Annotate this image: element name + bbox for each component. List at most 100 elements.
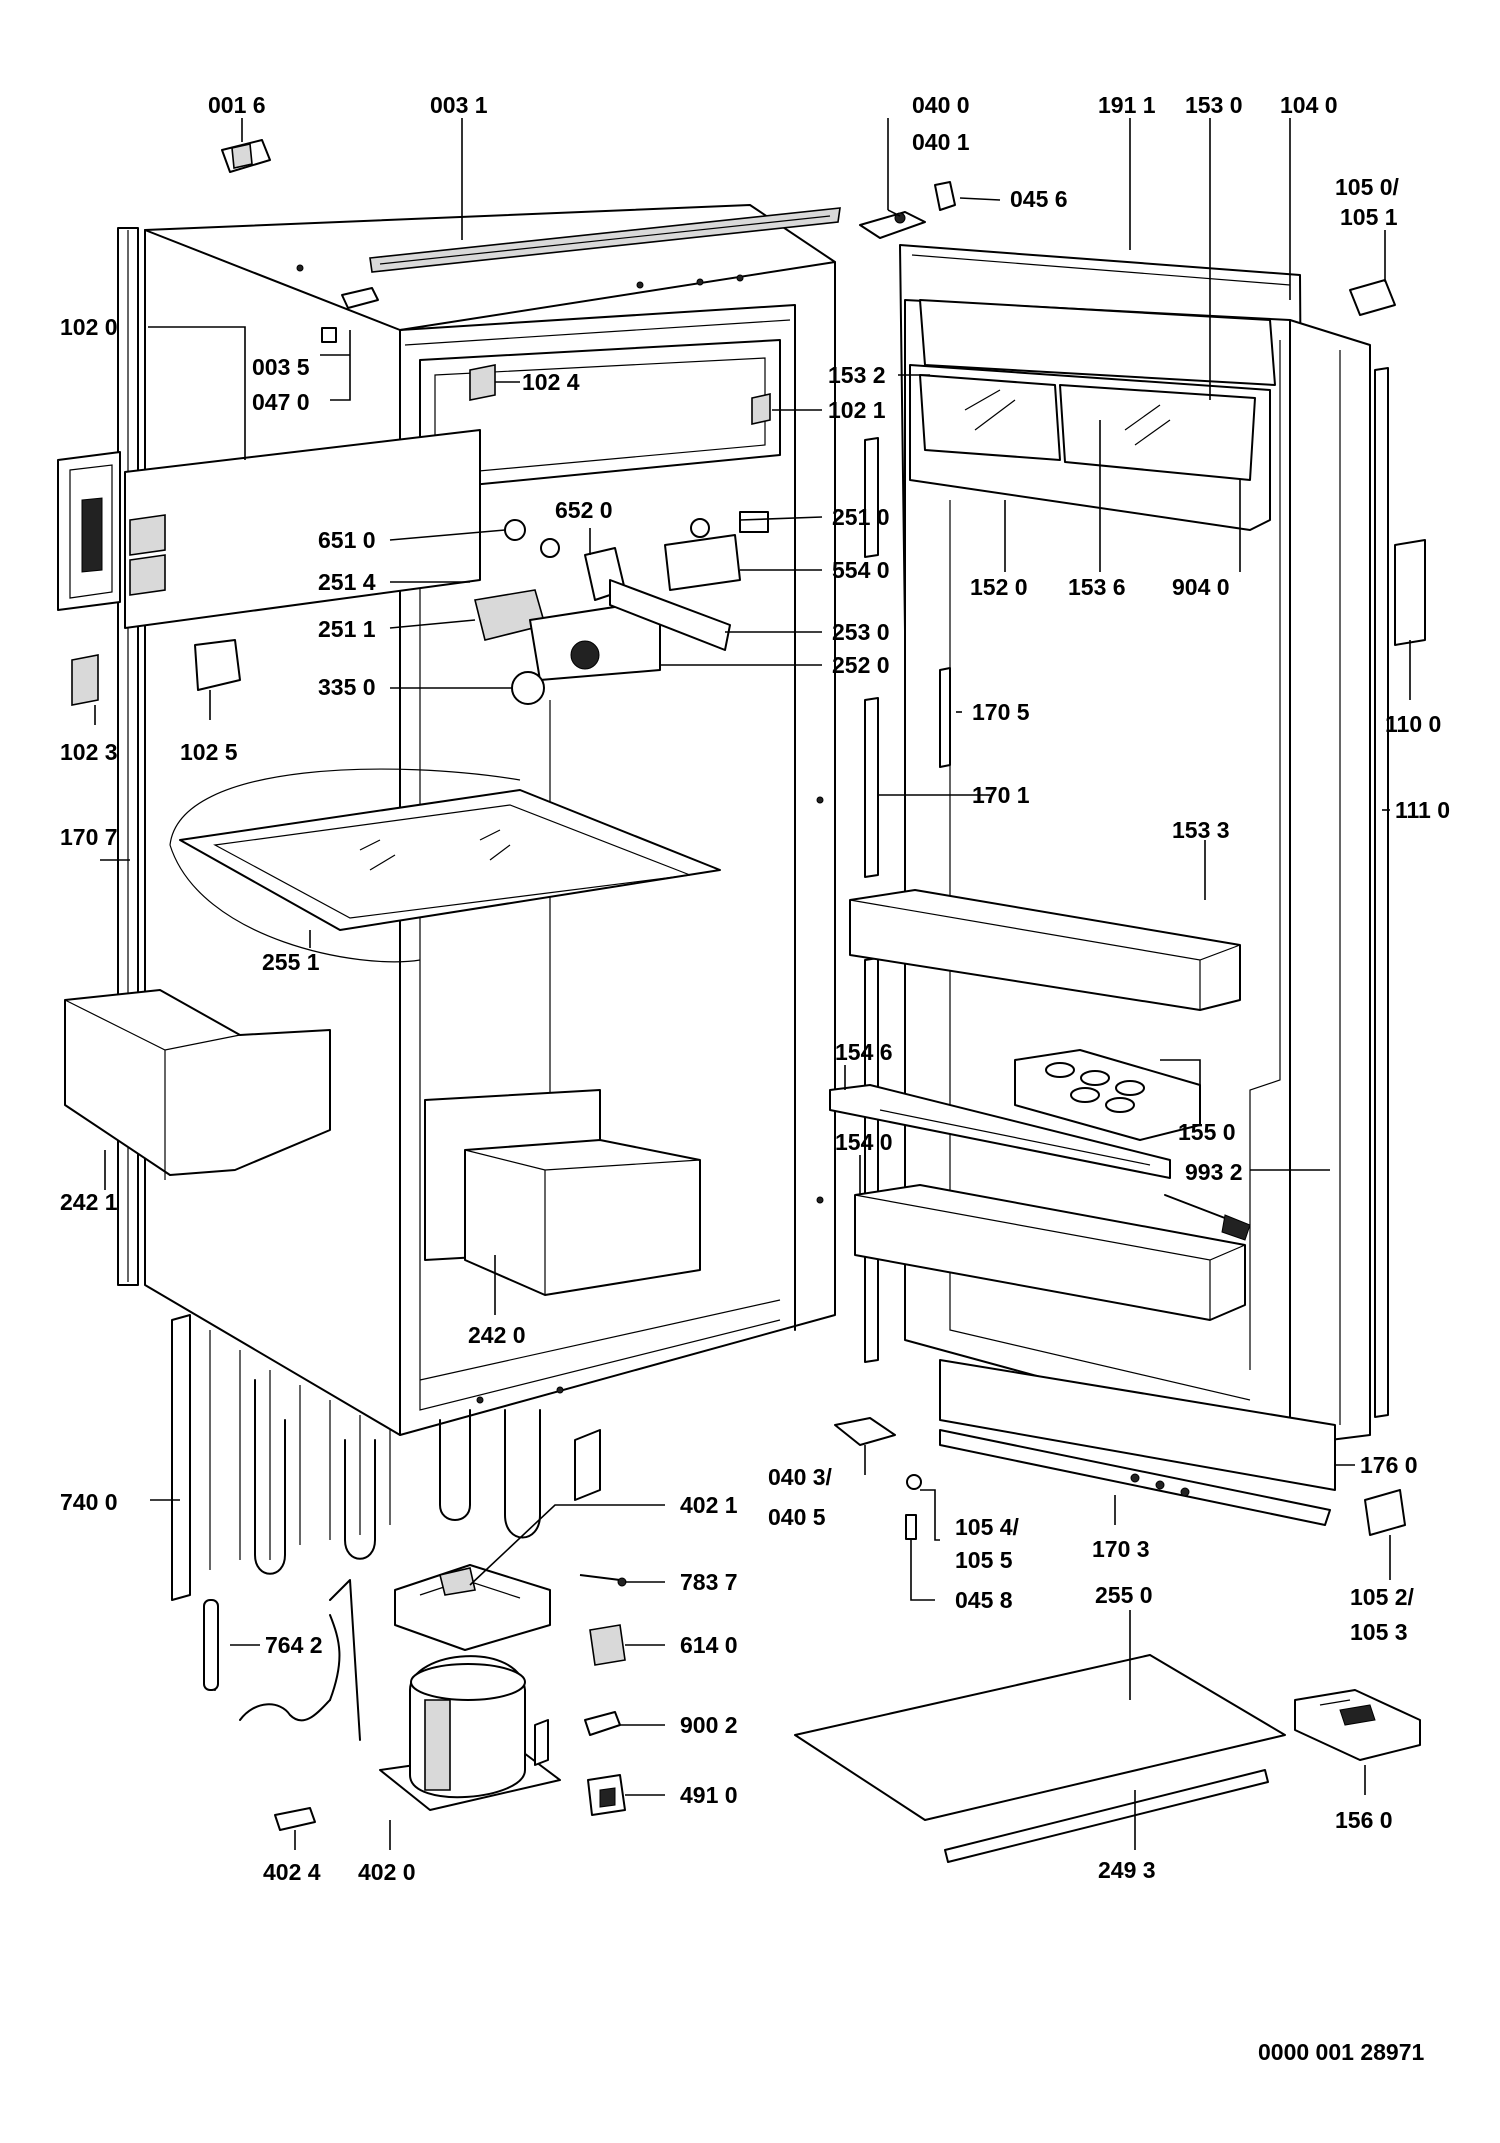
label-0456: 045 6 <box>1010 186 1068 212</box>
label-2550: 255 0 <box>1095 1582 1153 1608</box>
part-labels: 001 6 003 1 040 0 040 1 045 6 191 1 153 … <box>60 92 1450 1885</box>
electrical-parts <box>579 1574 627 1816</box>
label-6520: 652 0 <box>555 497 613 523</box>
corner-1023 <box>71 654 99 706</box>
bottom-trim-1760 <box>939 1359 1336 1491</box>
label-4021: 402 1 <box>680 1492 738 1518</box>
label-1550: 155 0 <box>1178 1119 1236 1145</box>
label-4020: 402 0 <box>358 1859 416 1885</box>
bracket-1021 <box>751 393 771 425</box>
label-1025: 102 5 <box>180 739 238 765</box>
strip-lower <box>864 957 879 1363</box>
label-1100: 110 0 <box>1385 711 1441 737</box>
label-2551: 255 1 <box>262 949 320 975</box>
door-shelf-1533 <box>849 889 1241 1011</box>
clip-4024 <box>274 1807 316 1831</box>
pin-0456 <box>934 181 956 211</box>
label-1760: 176 0 <box>1360 1452 1418 1478</box>
door-tray-2421 <box>64 989 331 1180</box>
label-1532: 153 2 <box>828 362 886 388</box>
dairy-compartment <box>909 299 1276 531</box>
top-trim-bar <box>369 207 841 273</box>
label-1540: 154 0 <box>835 1129 893 1155</box>
cover-plate <box>794 1654 1286 1821</box>
bracket-1024 <box>469 364 496 401</box>
hinge-1050 <box>1349 279 1396 316</box>
label-2530: 253 0 <box>832 619 890 645</box>
label-1707: 170 7 <box>60 824 118 850</box>
thermostat-5540 <box>664 511 769 591</box>
label-4024: 402 4 <box>263 1859 321 1885</box>
pin-0458 <box>905 1514 917 1540</box>
label-3350: 335 0 <box>318 674 376 700</box>
label-1703: 170 3 <box>1092 1536 1150 1562</box>
condenser <box>171 1314 601 1601</box>
label-1705: 170 5 <box>972 699 1030 725</box>
retaining-rail <box>829 1084 1171 1179</box>
thermostat-lamp-assembly <box>474 519 731 705</box>
label-1055: 105 5 <box>955 1547 1013 1573</box>
switch-cover-1560 <box>1294 1689 1421 1761</box>
handle-1100 <box>1394 539 1426 646</box>
door-panel <box>904 299 1371 1446</box>
label-0401: 040 1 <box>912 129 970 155</box>
label-0405: 040 5 <box>768 1504 826 1530</box>
glass-shelf <box>169 768 721 963</box>
label-1024: 102 4 <box>522 369 580 395</box>
probe-9932 <box>1164 1194 1251 1241</box>
bottle-rack <box>854 1184 1246 1321</box>
label-0035: 003 5 <box>252 354 310 380</box>
leader-lines <box>94 118 1411 1850</box>
hinge-1052 <box>1364 1489 1406 1536</box>
label-1110: 111 0 <box>1395 797 1450 823</box>
bushing-1054 <box>906 1474 922 1490</box>
label-1560: 156 0 <box>1335 1807 1393 1833</box>
label-1911: 191 1 <box>1098 92 1156 118</box>
label-1520: 152 0 <box>970 574 1028 600</box>
label-0458: 045 8 <box>955 1587 1013 1613</box>
label-5540: 554 0 <box>832 557 890 583</box>
hinge-0016 <box>221 139 271 173</box>
strip-1110 <box>1374 367 1389 1418</box>
bottom-rail-1703 <box>939 1429 1331 1526</box>
label-0031: 003 1 <box>430 92 488 118</box>
label-0016: 001 6 <box>208 92 266 118</box>
egg-tray <box>1014 1049 1201 1141</box>
label-7400: 740 0 <box>60 1489 118 1515</box>
label-1701: 170 1 <box>972 782 1030 808</box>
hinge-0403 <box>834 1417 896 1446</box>
label-1533: 153 3 <box>1172 817 1230 843</box>
label-1530: 153 0 <box>1185 92 1243 118</box>
label-2421: 242 1 <box>60 1189 118 1215</box>
document-number: 0000 001 28971 <box>1258 2039 1424 2065</box>
corner-1025 <box>194 639 241 691</box>
label-1020: 102 0 <box>60 314 118 340</box>
label-2493: 249 3 <box>1098 1857 1156 1883</box>
label-6510: 651 0 <box>318 527 376 553</box>
label-1051: 105 1 <box>1340 204 1398 230</box>
label-1052: 105 2/ <box>1350 1584 1415 1610</box>
label-7642: 764 2 <box>265 1632 323 1658</box>
label-0400: 040 0 <box>912 92 970 118</box>
label-1054: 105 4/ <box>955 1514 1020 1540</box>
label-0470: 047 0 <box>252 389 310 415</box>
label-9040: 904 0 <box>1172 574 1230 600</box>
strip-1705 <box>939 667 951 768</box>
label-1053: 105 3 <box>1350 1619 1408 1645</box>
strip-side <box>864 437 879 558</box>
label-2510: 251 0 <box>832 504 890 530</box>
drip-tray <box>394 1564 551 1651</box>
label-1050: 105 0/ <box>1335 174 1400 200</box>
label-1536: 153 6 <box>1068 574 1126 600</box>
strip-2493 <box>944 1769 1269 1863</box>
label-2511: 251 1 <box>318 616 376 642</box>
label-1040: 104 0 <box>1280 92 1338 118</box>
dryer-capillary <box>203 1599 341 1722</box>
label-6140: 614 0 <box>680 1632 738 1658</box>
label-9002: 900 2 <box>680 1712 738 1738</box>
strip-1701 <box>864 697 879 878</box>
label-2420: 242 0 <box>468 1322 526 1348</box>
label-1021: 102 1 <box>828 397 886 423</box>
label-4910: 491 0 <box>680 1782 738 1808</box>
